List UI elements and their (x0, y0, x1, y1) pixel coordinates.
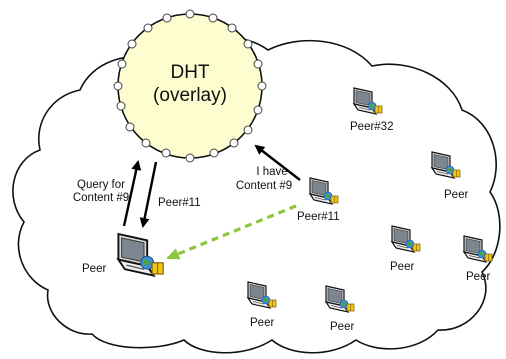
response-label: Peer#11 (158, 197, 201, 209)
announce-arrow (254, 144, 301, 181)
peer-mid-right-label: Peer (390, 261, 414, 273)
dht-node (253, 59, 263, 69)
dht-node (116, 101, 126, 111)
dht-node (125, 122, 135, 132)
dht-node (257, 81, 267, 91)
main-peer-label: Peer (82, 263, 106, 275)
dht-node (243, 39, 253, 49)
dht-node (208, 13, 218, 23)
dht-node (143, 23, 153, 33)
peer-right-top-label: Peer (444, 189, 468, 201)
ihave-label-line1: I have (256, 166, 287, 178)
peer-11-label: Peer#11 (297, 211, 340, 223)
response-arrow (139, 161, 158, 228)
query-arrow (122, 160, 142, 227)
dht-node (185, 9, 195, 19)
ihave-label-line2: Content #9 (236, 180, 292, 192)
dht-node (229, 138, 239, 148)
peer-32-label: Peer#32 (350, 121, 393, 133)
peer-bottom-mid-label: Peer (330, 321, 354, 333)
peer-far-right-label: Peer (466, 271, 490, 283)
dht-node (113, 81, 123, 91)
dht-node (162, 13, 172, 23)
dht-node (117, 59, 127, 69)
dht-subtitle: (overlay) (153, 85, 227, 106)
dht-node (227, 23, 237, 33)
peer-bottom-left-label: Peer (250, 317, 274, 329)
dht-node (209, 148, 219, 158)
dht-node (253, 105, 263, 115)
dht-title: DHT (170, 62, 209, 83)
dht-node (161, 148, 171, 158)
dht-nodes (113, 9, 267, 163)
query-label-line1: Query for (77, 179, 125, 191)
query-label-line2: Content #9 (73, 192, 129, 204)
dht-node (127, 39, 137, 49)
dht-node (141, 138, 151, 148)
dht-node (185, 153, 195, 163)
dht-node (243, 125, 253, 135)
